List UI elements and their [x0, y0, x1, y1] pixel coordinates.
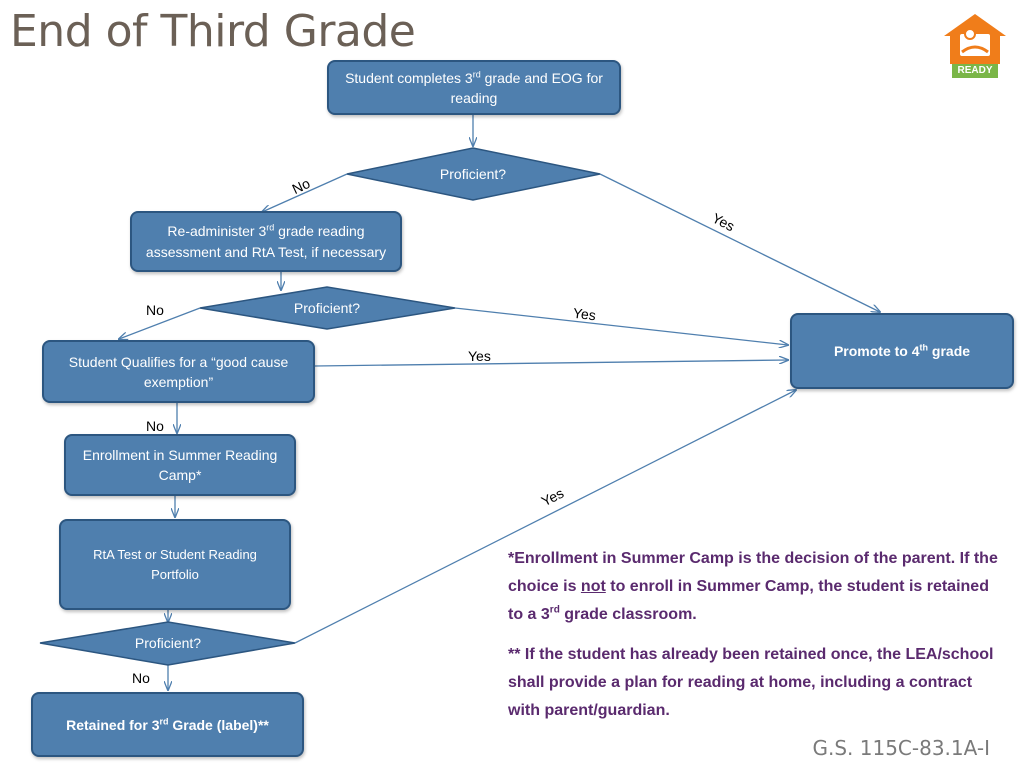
promote-sup: th [919, 342, 929, 353]
start-text-b: grade and EOG for reading [450, 69, 603, 106]
retained-text-a: Retained for 3 [66, 716, 160, 733]
diamond-q2 [199, 286, 456, 330]
exemption-box: Student Qualifies for a “good cause exem… [42, 340, 315, 403]
footnote-retained-once: ** If the student has already been retai… [508, 646, 994, 719]
q1-label: Proficient? [439, 166, 507, 182]
note1-text-c: grade classroom. [559, 606, 697, 623]
start-sup: rd [472, 68, 481, 79]
readminister-text-b: grade reading assessment and RtA Test, i… [145, 222, 387, 260]
house-reader-icon [944, 14, 1006, 78]
readminister-sup: rd [266, 221, 275, 232]
arrow-q2-no [119, 307, 201, 339]
promote-text-b: grade [928, 343, 971, 359]
q2-label: Proficient? [293, 300, 361, 316]
summer-camp-box: Enrollment in Summer Reading Camp* [64, 434, 296, 496]
edge-label-no-2: No [146, 302, 164, 318]
ready-logo: READY [944, 14, 1006, 80]
note1-underlined: not [580, 578, 606, 595]
readminister-text-a: Re-administer 3 [167, 222, 267, 239]
note1-text-b: to enroll in Summer Camp, the student is… [508, 578, 989, 623]
promote-text-a: Promote to 4 [833, 343, 920, 359]
logo-text: READY [957, 65, 993, 76]
rta-portfolio-box: RtA Test or Student Reading Portfolio [59, 519, 291, 610]
arrow-q1-yes [599, 173, 880, 312]
note1-sup: rd [549, 604, 560, 616]
edge-label-yes-3: Yes [468, 348, 491, 364]
edge-label-no-3: No [146, 418, 164, 434]
page-title: End of Third Grade [10, 6, 416, 57]
edge-label-no-4: No [132, 670, 150, 686]
start-text-a: Student completes 3 [345, 69, 473, 86]
statute-reference: G.S. 115C-83.1A-I [812, 736, 990, 760]
arrow-q1-no [262, 173, 348, 212]
retained-box: Retained for 3rd Grade (label)** [31, 692, 304, 757]
retained-text-b: Grade (label)** [168, 716, 269, 733]
readminister-box: Re-administer 3rd grade reading assessme… [130, 211, 402, 272]
promote-box: Promote to 4th grade [790, 313, 1014, 389]
q3-label: Proficient? [134, 635, 202, 651]
start-box: Student completes 3rd grade and EOG for … [327, 60, 621, 115]
diamond-q3 [39, 621, 296, 666]
footnotes: *Enrollment in Summer Camp is the decisi… [508, 545, 1008, 737]
note1-text-a: *Enrollment in Summer Camp is the decisi… [508, 550, 998, 595]
edge-label-yes-2: Yes [572, 304, 597, 324]
retained-sup: rd [159, 715, 169, 726]
arrow-q2-yes [454, 307, 788, 345]
diamond-q1 [346, 147, 601, 201]
arrow-exemption-yes [314, 360, 788, 367]
footnote-summer-camp: *Enrollment in Summer Camp is the decisi… [508, 545, 1008, 629]
arrow-q3-yes [294, 390, 796, 644]
